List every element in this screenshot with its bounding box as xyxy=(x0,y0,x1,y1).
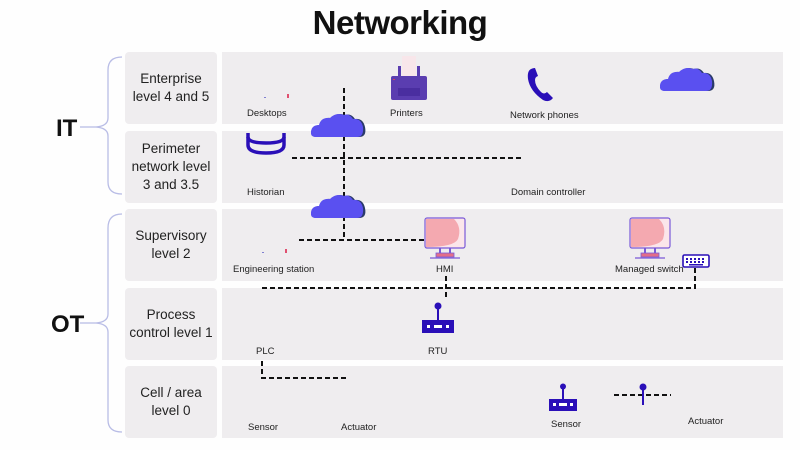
group-label-ot: OT xyxy=(51,311,85,338)
engineering-station-icon xyxy=(262,249,287,253)
label-desktops: Desktops xyxy=(247,108,287,119)
level-perimeter: Perimeter network level 3 and 3.5 xyxy=(125,131,217,203)
desktop-icon xyxy=(264,94,289,98)
link-control-bus xyxy=(262,267,696,289)
database-icon xyxy=(246,133,286,155)
page-title: Networking xyxy=(312,4,488,41)
label-engineering-station: Engineering station xyxy=(233,264,315,275)
label-actuator-left: Actuator xyxy=(341,422,377,433)
label-managed-switch: Managed switch xyxy=(615,264,684,275)
level-enterprise: Enterprise level 4 and 5 xyxy=(125,52,217,124)
printer-icon xyxy=(391,56,427,100)
cloud-icon xyxy=(660,68,715,91)
label-historian: Historian xyxy=(247,187,285,198)
label-printers: Printers xyxy=(390,108,423,119)
sensor-icon xyxy=(549,383,577,411)
level-supervisory: Supervisory level 2 xyxy=(125,209,217,281)
label-sensor-left: Sensor xyxy=(248,422,279,433)
band-cell-area xyxy=(222,366,783,438)
group-label-it: IT xyxy=(56,115,78,142)
band-supervisory xyxy=(222,209,783,281)
label-plc: PLC xyxy=(256,346,275,357)
band-perimeter xyxy=(222,131,783,203)
label-actuator-right: Actuator xyxy=(688,416,724,427)
monitor-icon xyxy=(629,217,671,259)
level-process-control: Process control level 1 xyxy=(125,288,217,360)
label-domain-controller: Domain controller xyxy=(511,187,586,198)
router-icon xyxy=(422,302,454,333)
actuator-icon xyxy=(639,383,647,405)
cloud-icon xyxy=(311,114,366,137)
label-hmi: HMI xyxy=(436,264,454,275)
monitor-icon xyxy=(424,217,466,259)
label-sensor-right: Sensor xyxy=(551,419,582,430)
level-cell-area: Cell / area level 0 xyxy=(125,366,217,438)
label-rtu: RTU xyxy=(428,346,448,357)
phone-icon xyxy=(527,68,553,102)
band-process-control xyxy=(222,288,783,360)
label-network-phones: Network phones xyxy=(510,110,579,121)
link-plc-bus xyxy=(261,361,348,379)
cloud-icon xyxy=(311,195,366,218)
keyboard-icon xyxy=(682,254,710,268)
